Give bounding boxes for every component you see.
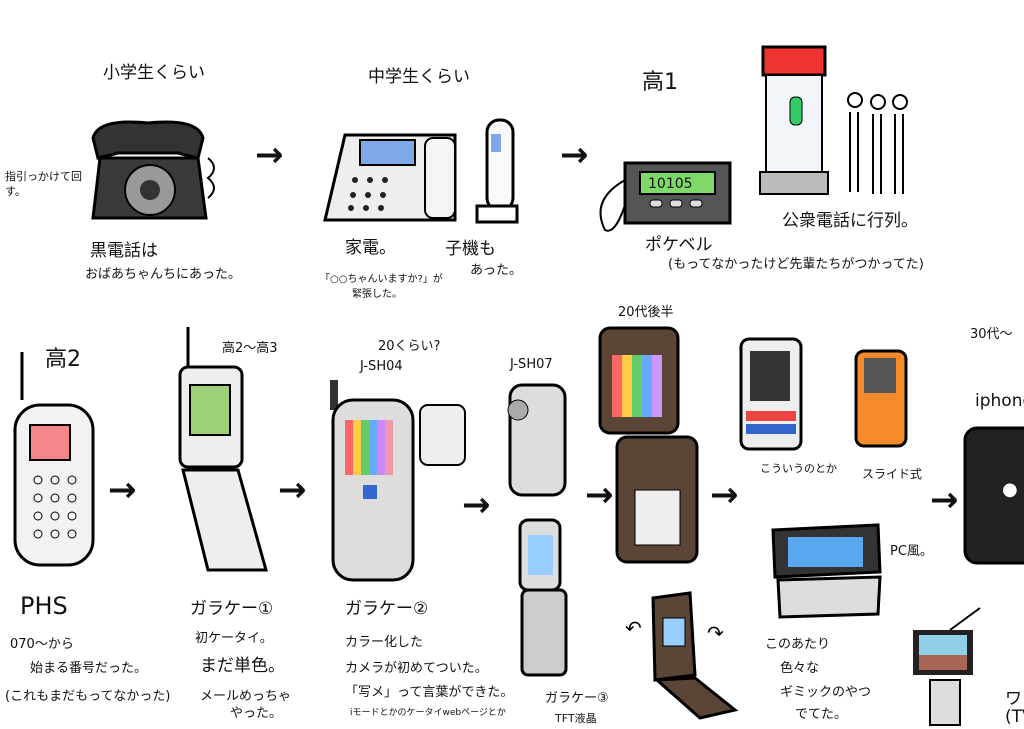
garakei2-line: 「写メ」って言葉ができた。 <box>345 685 514 700</box>
label-high2-3: 高2〜高3 <box>222 341 278 356</box>
garakei1-line: やった。 <box>230 706 283 721</box>
garakei2-title: ガラケー② <box>345 599 429 619</box>
garakei1-line: 初ケータイ。 <box>195 631 273 646</box>
garakei2-line: カメラが初めてついた。 <box>345 661 488 676</box>
label-junior: 中学生くらい <box>368 67 470 87</box>
garakei1-illustration <box>178 327 268 572</box>
oneseg-line: (TV <box>1005 707 1024 727</box>
rotary-caption-1: 黒電話は <box>90 241 158 261</box>
label-age20: 20くらい? <box>378 339 441 354</box>
garakei1-line: メールめっちゃ <box>200 689 292 704</box>
jsh07-illustration <box>507 383 568 677</box>
rotate-arrow-icon: ↶ <box>625 616 642 640</box>
cordless-label-2: あった。 <box>470 263 523 278</box>
arrow-icon: → <box>585 475 614 515</box>
label-high1: 高1 <box>642 70 678 95</box>
pc-style-label: PC風。 <box>890 544 933 559</box>
arrow-icon: → <box>462 485 491 525</box>
label-30s: 30代〜 <box>970 327 1013 342</box>
garakei3-line: TFT液晶 <box>555 712 597 725</box>
rotating-flip-illustration: ↶ ↷ <box>625 591 739 720</box>
label-elementary: 小学生くらい <box>103 63 205 83</box>
arrow-icon: → <box>930 480 959 520</box>
rotary-caption-2: おばあちゃんちにあった。 <box>85 267 242 282</box>
phs-line: 始まる番号だった。 <box>30 661 148 676</box>
phs-title: PHS <box>20 592 68 620</box>
slide-label: スライド式 <box>862 467 923 481</box>
apple-logo-icon: ● <box>1002 479 1018 500</box>
pc-style-phone-illustration <box>771 523 882 619</box>
payphone-label: 公衆電話に行列。 <box>782 211 918 231</box>
garakei2-line: カラー化した <box>345 635 424 650</box>
label-jsh04: J-SH04 <box>360 359 403 374</box>
jsh04-illustration <box>330 380 466 582</box>
pager-note: (もってなかったけど先輩たちがつかってた) <box>668 257 924 272</box>
arrow-icon: → <box>560 135 589 175</box>
pager-label: ポケベル <box>645 235 713 255</box>
rotary-phone-illustration <box>91 120 215 220</box>
cordless-label-1: 子機も <box>445 239 496 259</box>
label-high2: 高2 <box>45 347 81 372</box>
phs-line: (これもまだもってなかった) <box>5 689 171 704</box>
garakei3-title: ガラケー③ <box>545 691 609 706</box>
gimmick-line: ギミックのやつ <box>780 685 872 700</box>
gimmick-phones-illustration <box>739 337 908 451</box>
phs-illustration <box>13 352 95 567</box>
rotary-note: 指引っかけて回す。 <box>5 170 82 198</box>
garakei2-line: iモードとかのケータイwebページとか <box>350 708 506 718</box>
arrow-icon: → <box>710 475 739 515</box>
brown-flip-illustration <box>598 326 699 564</box>
payphone-queue-illustration <box>759 45 908 195</box>
pager-display: 10105 <box>648 176 693 192</box>
home-phone-label: 家電。 <box>345 238 396 258</box>
phs-line: 070〜から <box>10 637 74 652</box>
oneseg-line: ワンセ <box>1005 689 1024 709</box>
label-iphone: iphone <box>975 391 1024 411</box>
gimmick-line: でてた。 <box>795 707 848 722</box>
gimmick-line: 色々な <box>780 661 820 676</box>
label-jsh07: J-SH07 <box>510 357 553 372</box>
home-note-2: 緊張した。 <box>352 289 402 300</box>
arrow-icon: → <box>255 135 284 175</box>
oneseg-phone-illustration <box>913 607 981 726</box>
arrow-icon: → <box>278 470 307 510</box>
this-kind-label: こういうのとか <box>760 462 837 475</box>
rotate-arrow-icon: ↷ <box>707 621 724 645</box>
home-phone-illustration <box>323 118 519 224</box>
arrow-icon: → <box>108 470 137 510</box>
label-late20s: 20代後半 <box>618 305 674 320</box>
pager-illustration <box>599 161 732 232</box>
garakei1-line: まだ単色。 <box>200 656 285 676</box>
iphone-illustration: ● <box>963 426 1024 565</box>
gimmick-line: このあたり <box>765 637 831 652</box>
garakei1-title: ガラケー① <box>190 599 274 619</box>
home-note-1: 「○○ちゃんいますか?」が <box>320 274 443 285</box>
